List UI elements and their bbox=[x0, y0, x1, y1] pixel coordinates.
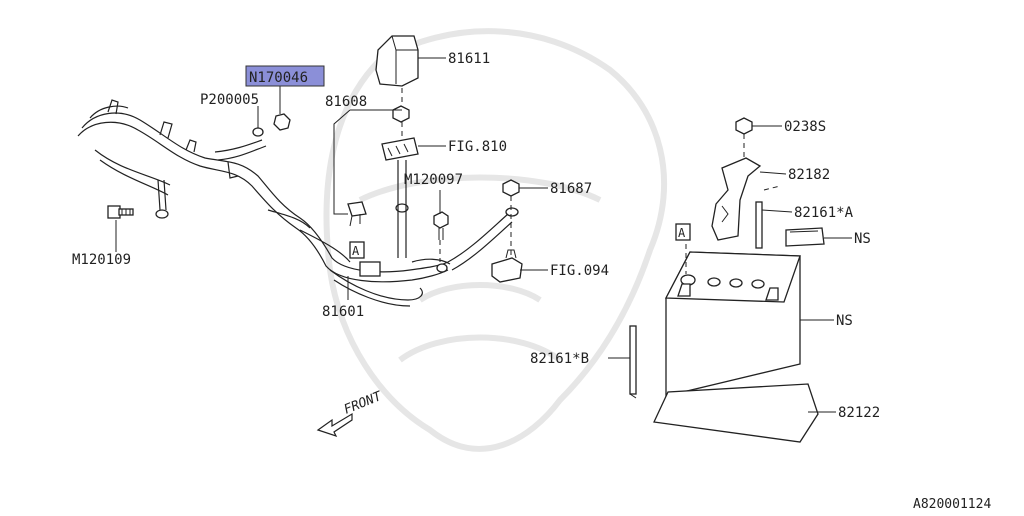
nut-81608 bbox=[392, 105, 410, 123]
front-arrow-icon bbox=[316, 412, 353, 438]
diagram-id: A820001124 bbox=[913, 497, 991, 512]
connector-fig094 bbox=[491, 249, 523, 283]
battery-tray-82122 bbox=[653, 383, 819, 443]
label-81687[interactable]: 81687 bbox=[550, 181, 592, 197]
nut-0238s bbox=[735, 117, 753, 135]
ref-mark-left bbox=[349, 241, 365, 259]
ns-pad-top bbox=[785, 227, 825, 247]
label-82122[interactable]: 82122 bbox=[838, 405, 880, 421]
bolt-m120097 bbox=[433, 211, 449, 240]
front-label: FRONT bbox=[342, 389, 385, 418]
nut-81687 bbox=[502, 179, 520, 197]
label-fig094[interactable]: FIG.094 bbox=[550, 263, 609, 279]
hold-down-bracket-82182 bbox=[711, 157, 762, 241]
rod-82161b bbox=[629, 325, 637, 399]
callout-leaders bbox=[115, 57, 852, 413]
label-ns-top[interactable]: NS bbox=[854, 231, 871, 247]
terminal-81608 bbox=[347, 201, 367, 227]
ref-mark-right bbox=[675, 223, 691, 241]
label-n170046[interactable]: N170046 bbox=[249, 70, 308, 86]
label-81611[interactable]: 81611 bbox=[448, 51, 490, 67]
label-82161b[interactable]: 82161*B bbox=[530, 351, 589, 367]
label-81608[interactable]: 81608 bbox=[325, 94, 367, 110]
nut-n170046 bbox=[252, 113, 291, 137]
rod-82161a bbox=[755, 201, 763, 249]
bolt-m120109 bbox=[107, 205, 134, 219]
label-m120109[interactable]: M120109 bbox=[72, 252, 131, 268]
watermark-crest bbox=[323, 28, 668, 452]
battery-ns bbox=[664, 251, 801, 397]
label-ns-battery[interactable]: NS bbox=[836, 313, 853, 329]
label-81601[interactable]: 81601 bbox=[322, 304, 364, 320]
label-fig810[interactable]: FIG.810 bbox=[448, 139, 507, 155]
harness-81601 bbox=[77, 99, 519, 307]
label-m120097[interactable]: M120097 bbox=[404, 172, 463, 188]
dashed-guides bbox=[401, 88, 781, 274]
label-82161a[interactable]: 82161*A bbox=[794, 205, 854, 221]
fuse-block-fig810 bbox=[381, 137, 419, 161]
label-82182[interactable]: 82182 bbox=[788, 167, 830, 183]
ref-mark-left-label: A bbox=[352, 244, 360, 258]
label-p200005[interactable]: P200005 bbox=[200, 92, 259, 108]
label-0238s[interactable]: 0238S bbox=[784, 119, 826, 135]
ref-mark-right-label: A bbox=[678, 226, 686, 240]
cover-81611 bbox=[375, 35, 419, 87]
highlight-box bbox=[245, 65, 325, 87]
